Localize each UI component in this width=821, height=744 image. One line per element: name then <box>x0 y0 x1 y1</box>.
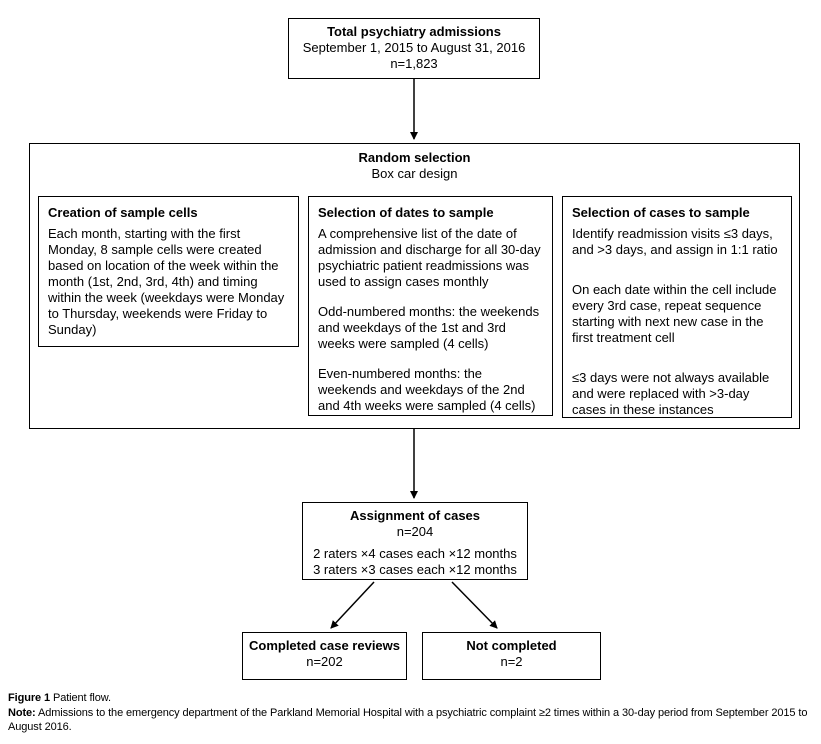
figure-label: Figure 1 <box>8 692 50 704</box>
cases-box-title: Selection of cases to sample <box>572 205 750 220</box>
not-completed-title: Not completed <box>466 638 557 653</box>
cases-box-paragraph: Identify readmission visits ≤3 days, and… <box>572 226 778 257</box>
total-admissions-dates: September 1, 2015 to August 31, 2016 <box>302 40 526 55</box>
arrow-assignment-to-completed <box>330 581 375 629</box>
dates-box-title: Selection of dates to sample <box>318 205 494 220</box>
selection-of-dates-box: Selection of dates to sample A comprehen… <box>308 196 553 416</box>
total-admissions-n: n=1,823 <box>390 56 438 71</box>
not-completed-box: Not completed n=2 <box>422 632 601 680</box>
dates-box-paragraph: Odd-numbered months: the weekends and we… <box>318 304 540 351</box>
completed-n: n=202 <box>306 654 343 669</box>
cases-box-paragraph: On each date within the cell include eve… <box>572 282 777 345</box>
total-admissions-box: Total psychiatry admissions September 1,… <box>288 18 540 79</box>
assignment-raters-line2: 3 raters ×3 cases each ×12 months <box>313 562 517 577</box>
dates-box-paragraph: A comprehensive list of the date of admi… <box>318 226 541 289</box>
cases-box-paragraph: ≤3 days were not always available and we… <box>572 370 770 417</box>
total-admissions-title: Total psychiatry admissions <box>327 24 501 39</box>
assignment-title: Assignment of cases <box>349 508 481 523</box>
selection-of-cases-box: Selection of cases to sample Identify re… <box>562 196 792 418</box>
note-text: Admissions to the emergency department o… <box>8 706 808 734</box>
assignment-n: n=204 <box>396 524 434 539</box>
random-selection-title: Random selection <box>358 150 471 165</box>
arrow-assignment-to-not-completed <box>451 581 498 629</box>
not-completed-n: n=2 <box>500 654 523 669</box>
completed-title: Completed case reviews <box>248 638 401 653</box>
assignment-of-cases-box: Assignment of cases n=204 2 raters ×4 ca… <box>302 502 528 580</box>
figure-caption-line: Figure 1 Patient flow. <box>8 691 814 706</box>
figure-caption-text: Patient flow. <box>52 692 111 704</box>
random-selection-subtitle: Box car design <box>371 166 458 181</box>
cells-box-paragraph: Each month, starting with the first Mond… <box>48 226 285 337</box>
figure-caption: Figure 1 Patient flow. Note: Admissions … <box>8 691 814 735</box>
assignment-raters-line1: 2 raters ×4 cases each ×12 months <box>313 546 517 561</box>
figure-note-line: Note: Admissions to the emergency depart… <box>8 706 814 735</box>
dates-box-paragraph: Even-numbered months: the weekends and w… <box>318 366 536 413</box>
cells-box-title: Creation of sample cells <box>48 205 198 220</box>
creation-of-sample-cells-box: Creation of sample cells Each month, sta… <box>38 196 299 347</box>
completed-case-reviews-box: Completed case reviews n=202 <box>242 632 407 680</box>
note-label: Note: <box>8 706 36 719</box>
